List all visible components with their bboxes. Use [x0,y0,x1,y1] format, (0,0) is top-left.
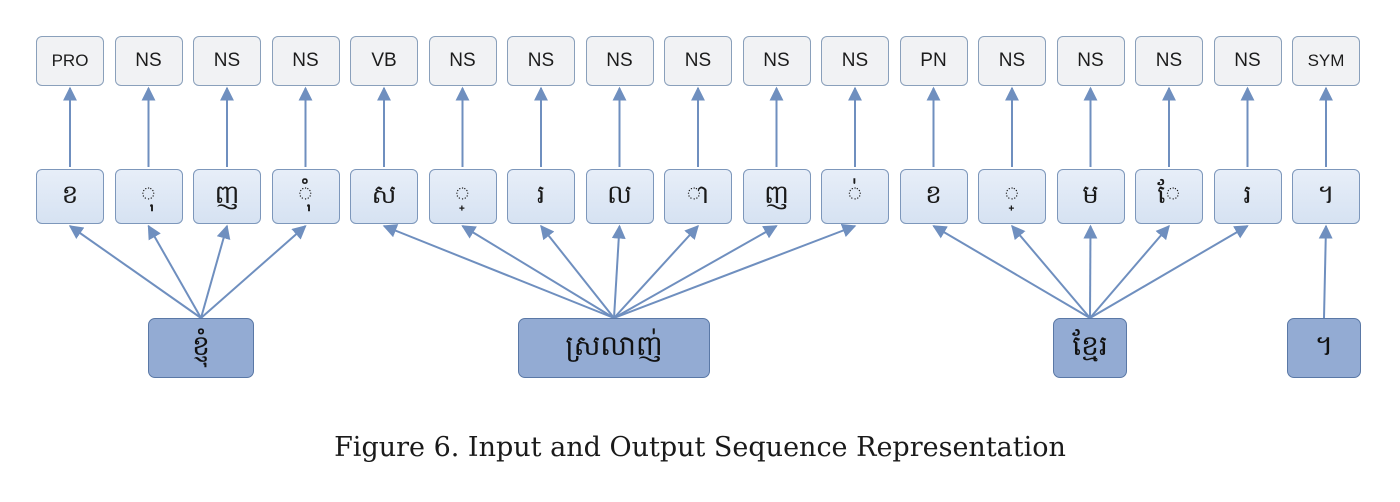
char-box: ◌ុ [114,169,183,224]
char-box: ◌ុំ [271,169,340,224]
arrow [382,224,615,319]
tag-box: PN [899,36,968,86]
char-box: ◌្ [428,169,497,224]
arrow [613,224,699,319]
char-box: ល [585,169,654,224]
tag-box: NS [428,36,497,86]
arrow [613,225,778,319]
tag-box: NS [193,36,261,86]
figure-caption: Figure 6. Input and Output Sequence Repr… [334,432,1066,463]
tag-box: NS [114,36,183,86]
arrow [1318,224,1333,319]
char-box: រ [507,169,575,224]
tag-box: NS [507,36,575,86]
tag-box: NS [271,36,340,86]
tag-box: NS [585,36,654,86]
word-box: ខ្ញុំ [148,318,254,378]
tag-box: NS [664,36,732,86]
char-box: ◌់ [821,169,889,224]
arrow [932,225,1091,319]
char-box: ញ [193,169,261,224]
char-box: ខ [36,169,104,224]
arrow [540,224,615,319]
arrow [1089,225,1249,319]
char-box: ◌ែ [1135,169,1203,224]
arrow [1083,224,1098,319]
arrow [461,225,615,319]
arrow [68,225,202,319]
arrow [1011,224,1091,319]
char-box: ◌ា [664,169,732,224]
char-box: ញ [742,169,811,224]
arrow [611,224,626,319]
tag-box: NS [1213,36,1282,86]
arrow [200,224,231,319]
arrow [613,223,857,319]
tag-box: SYM [1292,36,1360,86]
word-box: ខ្មែរ [1053,318,1127,378]
arrow [1089,224,1170,319]
tag-box: PRO [36,36,104,86]
tag-box: VB [350,36,418,86]
tag-box: NS [742,36,811,86]
char-box: ស [350,169,418,224]
char-box: ម [1056,169,1125,224]
tag-box: NS [1135,36,1203,86]
word-box: ស្រលាញ់ [518,318,710,378]
arrow [147,224,202,319]
word-box: ។ [1287,318,1361,378]
char-box: ។ [1292,169,1360,224]
char-box: ខ [899,169,968,224]
tag-box: NS [1056,36,1125,86]
arrow [200,225,307,319]
tag-box: NS [978,36,1046,86]
tag-box: NS [821,36,889,86]
char-box: រ [1213,169,1282,224]
char-box: ◌្ [978,169,1046,224]
